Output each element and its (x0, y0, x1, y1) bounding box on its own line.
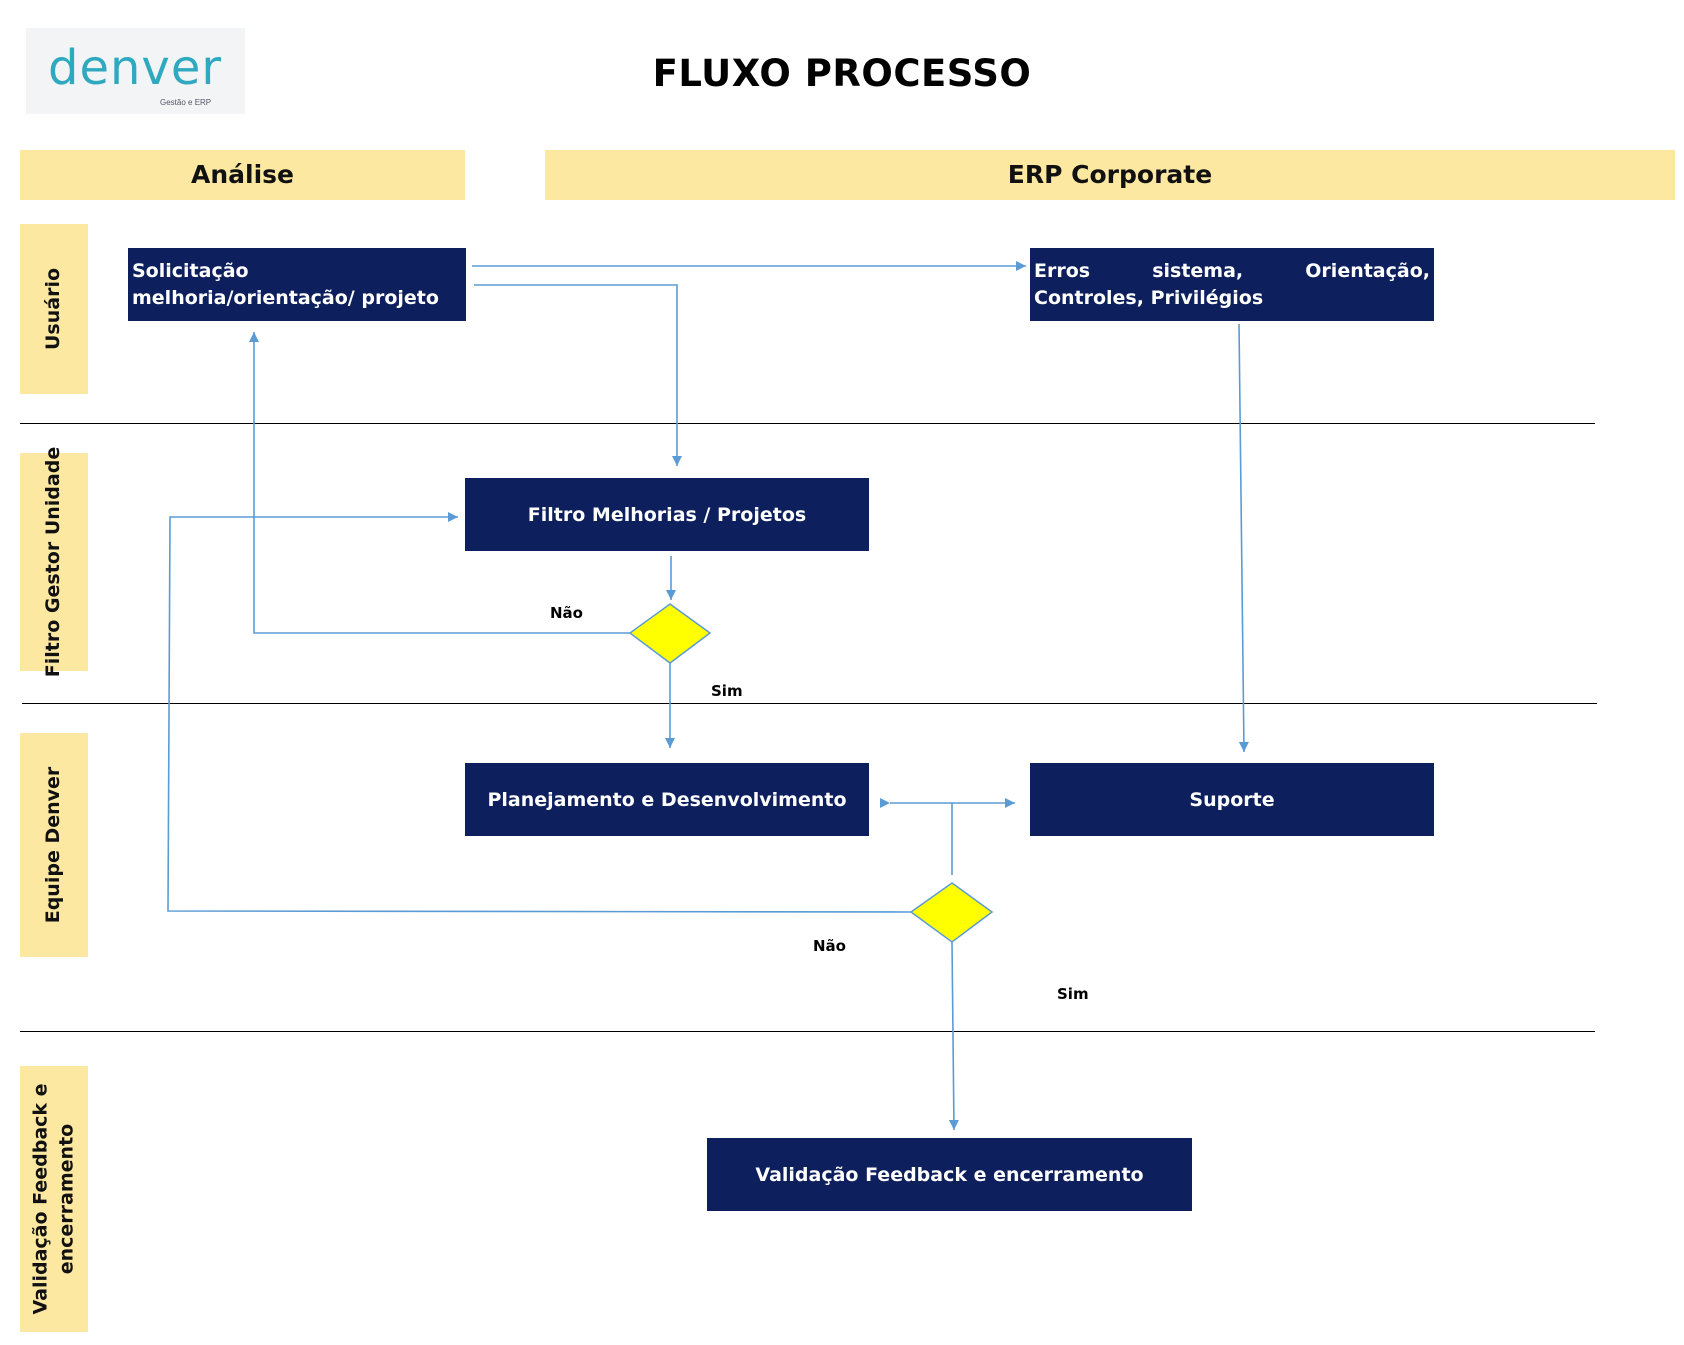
lane-separator (20, 1031, 1595, 1032)
node-solicitacao: Solicitação melhoria/orientação/ projeto (128, 248, 466, 321)
edge-label-nao-1: Não (550, 604, 583, 622)
connector-erros-to-suporte (1238, 323, 1249, 753)
connector-solicitacao-to-filtro (474, 284, 682, 466)
edge-label-nao-2: Não (813, 937, 846, 955)
decision-diamond-filtro (628, 603, 712, 664)
logo-text: denver (48, 40, 223, 96)
lane-separator (20, 423, 1595, 424)
lane-separator (22, 703, 1597, 704)
lane-label-usuario-text: Usuário (42, 267, 65, 351)
connector-decision2-sim-to-validacao (948, 941, 959, 1131)
column-header-analise: Análise (20, 150, 465, 200)
lane-label-filtro-gestor: Filtro Gestor Unidade (20, 447, 88, 677)
logo-subtitle: Gestão e ERP (160, 98, 212, 107)
lane-label-validacao-text: Validação Feedback e encerramento (29, 1083, 77, 1315)
edge-label-sim-1: Sim (711, 682, 743, 700)
lane-label-equipe-denver-text: Equipe Denver (42, 766, 65, 924)
connector-decision2-nao-to-filtro (167, 512, 912, 913)
node-validacao: Validação Feedback e encerramento (707, 1138, 1192, 1211)
decision-diamond-equipe (909, 882, 994, 943)
lane-label-equipe-denver: Equipe Denver (20, 733, 88, 957)
lane-label-usuario: Usuário (20, 224, 88, 394)
edge-label-sim-2: Sim (1057, 985, 1089, 1003)
node-erros: Erros sistema, Orientação, Controles, Pr… (1030, 248, 1434, 321)
logo (26, 28, 245, 114)
lane-label-validacao: Validação Feedback e encerramento (20, 1066, 88, 1332)
column-header-erp-corporate: ERP Corporate (545, 150, 1675, 200)
node-planejamento: Planejamento e Desenvolvimento (465, 763, 869, 836)
node-suporte: Suporte (1030, 763, 1434, 836)
node-filtro: Filtro Melhorias / Projetos (465, 478, 869, 551)
page-title: FLUXO PROCESSO (652, 52, 1032, 95)
lane-label-filtro-gestor-text: Filtro Gestor Unidade (42, 446, 65, 678)
